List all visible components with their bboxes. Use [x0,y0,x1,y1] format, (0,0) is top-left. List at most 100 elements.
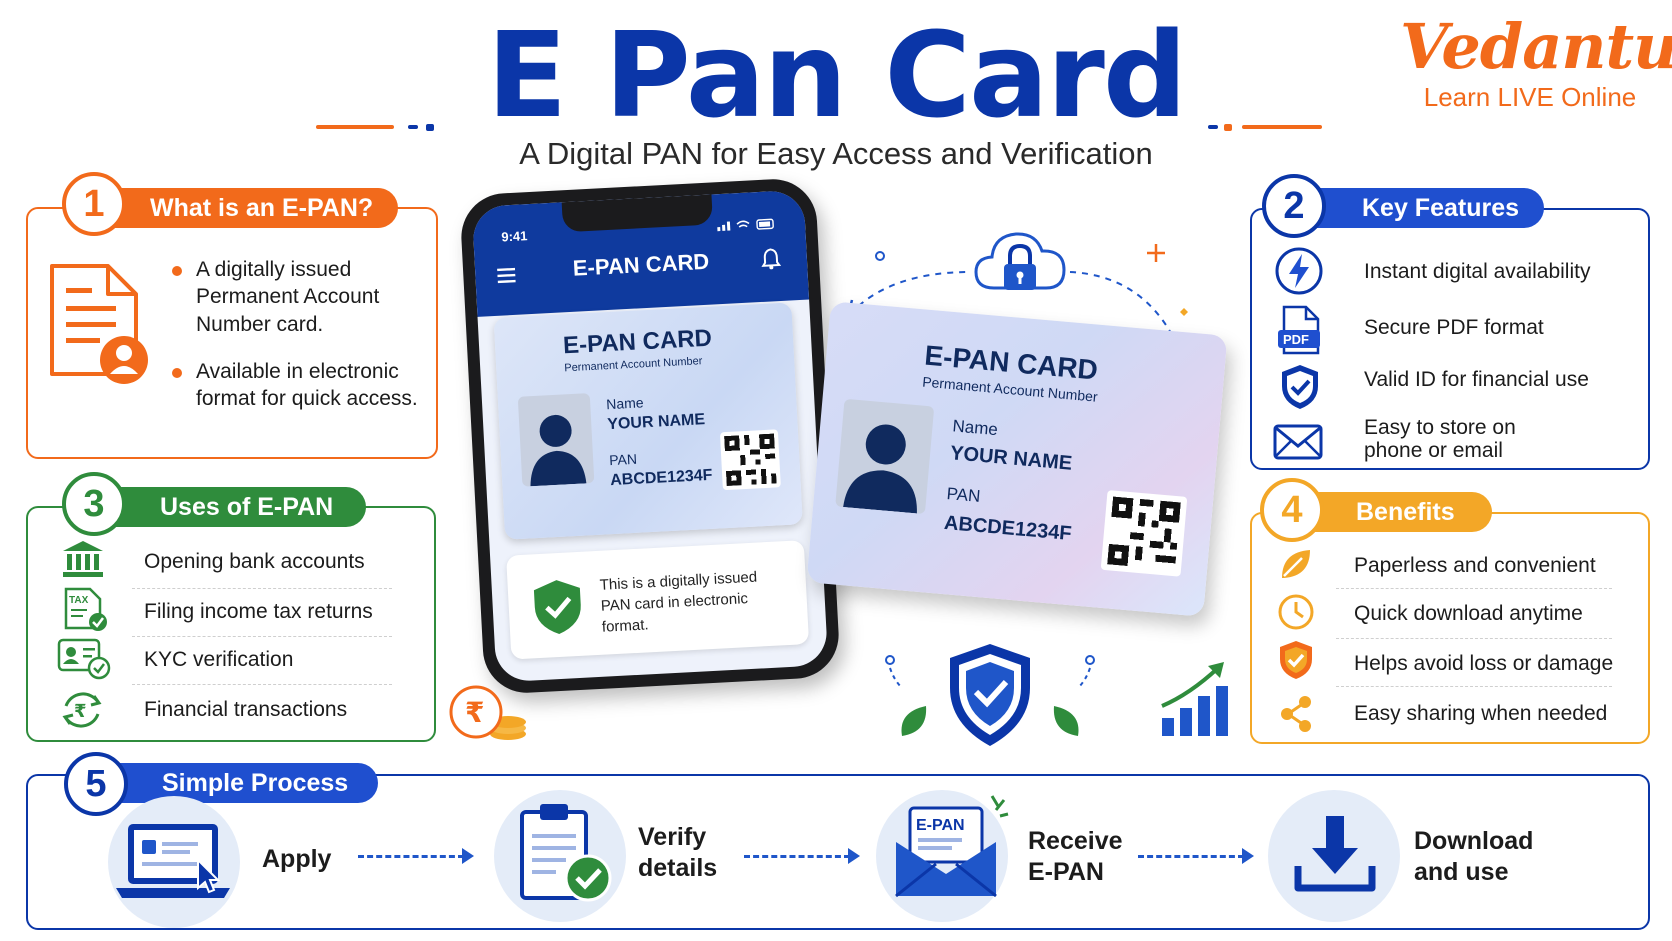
what-point-1: A digitally issued Permanent Account Num… [196,258,380,336]
svg-text:₹: ₹ [465,696,484,729]
card-pan-label: PAN [945,484,982,506]
brand-tagline: Learn LIVE Online [1423,82,1637,112]
menu-icon[interactable] [497,267,516,284]
photo-placeholder [835,398,935,515]
tax-document-icon: TAX [64,587,107,631]
panel-benefits-title: Benefits [1300,492,1492,532]
uses-item-3: KYC verification [144,648,294,671]
shield-check-icon [1280,641,1312,679]
uses-item-4: Financial transactions [144,698,348,721]
rupee-cycle-icon: ₹ [62,692,102,728]
photo-placeholder [517,393,595,487]
panel-features-title: Key Features [1300,188,1544,228]
process-arrow-head [1242,848,1254,864]
title-dot-right [1224,124,1232,131]
phone-name-label: Name [605,394,645,413]
row-separator [1336,588,1612,589]
card-name-label: Name [951,416,999,440]
phone-screen: 9:41 E-PAN CARD E-PAN CARD Permanent Acc… [471,189,829,683]
title-line-right [1242,125,1322,129]
phone-name-value: YOUR NAME [606,411,706,434]
shield-check-icon [533,580,581,635]
phone-pan-value: ABCDE1234F [609,466,713,490]
growth-chart-icon [1161,662,1228,736]
signal-battery-icon [717,218,774,232]
benefit-item-2: Quick download anytime [1354,602,1583,625]
pdf-icon: PDF [1278,305,1320,355]
uses-item-1: Opening bank accounts [144,550,365,573]
shield-check-icon [1282,365,1318,409]
download-icon[interactable] [1292,812,1378,896]
envelope-epan-icon: E-PAN [895,795,1009,898]
leaf-icon [1282,550,1310,578]
panel-process-number: 5 [64,752,128,816]
feature-item-3: Valid ID for financial use [1364,368,1589,391]
rupee-coins-icon: ₹ [449,685,526,740]
step-download-label: Download and use [1414,827,1534,887]
person-silhouette-icon [530,414,587,487]
card-pan-value: ABCDE1234F [943,511,1073,545]
title-dash-left [408,125,418,129]
phone-app-bar: 9:41 E-PAN CARD [471,189,810,317]
laptop-cursor-icon [116,824,230,898]
clipboard-check-icon [520,804,612,902]
process-arrow-head [462,848,474,864]
feature-item-2: Secure PDF format [1364,316,1544,339]
bullet-dot [172,266,182,276]
row-separator [1336,638,1612,639]
phone-pan-label: PAN [608,450,638,469]
epan-card-preview: E-PAN CARD Permanent Account Number Name… [806,301,1228,617]
row-separator [132,636,392,637]
panel-uses-title-text: Uses of E-PAN [160,492,334,521]
brand-name: Vedantu [1400,10,1672,83]
page-subtitle: A Digital PAN for Easy Access and Verifi… [519,136,1153,171]
what-point-2: Available in electronic format for quick… [196,360,418,411]
benefit-item-3: Helps avoid loss or damage [1354,652,1614,675]
lightning-icon [1275,247,1323,295]
title-line-left [316,125,394,129]
panel-uses-title: Uses of E-PAN [100,487,366,527]
panel-features-number: 2 [1262,174,1326,238]
page-title: E Pan Card [486,6,1188,144]
panel-what-title-text: What is an E-PAN? [150,193,374,222]
row-separator [132,684,392,685]
person-silhouette-icon [843,424,917,514]
panel-process-title-text: Simple Process [162,768,349,797]
process-arrow [358,855,464,858]
clock-icon [1278,594,1314,630]
benefit-item-4: Easy sharing when needed [1354,702,1608,725]
panel-uses-number: 3 [62,472,126,536]
row-separator [132,588,392,589]
panel-process-title: Simple Process [100,763,378,803]
step-apply-label: Apply [262,845,332,873]
pdf-badge: PDF [1283,332,1309,347]
card-name-value: YOUR NAME [949,442,1073,475]
document-user-icon [50,264,148,384]
phone-app-title: E-PAN CARD [572,248,710,281]
secure-shield-icon [885,644,1095,746]
row-separator [1336,686,1612,687]
phone-note-text: This is a digitally issued PAN card in e… [599,568,758,636]
step-receive-label: Receive E-PAN [1028,827,1123,887]
share-icon [1281,696,1311,732]
id-check-icon [57,638,111,680]
svg-text:₹: ₹ [74,701,87,722]
cloud-lock-icon [974,232,1066,290]
qr-code [1100,490,1188,577]
brand-logo[interactable]: Vedantu Learn LIVE Online [1400,10,1672,113]
process-arrow [744,855,850,858]
panel-what-title: What is an E-PAN? [100,188,398,228]
panel-what-number: 1 [62,172,126,236]
panel-benefits-title-text: Benefits [1356,497,1455,526]
uses-item-2: Filing income tax returns [144,600,373,623]
bank-icon [63,541,103,577]
bell-icon[interactable] [760,247,782,270]
phone-time: 9:41 [500,228,528,245]
epan-badge: E-PAN [916,817,965,834]
feature-item-4: Easy to store on phone or email [1364,416,1516,463]
step-verify-label: Verify details [638,823,718,883]
envelope-icon [1273,424,1323,460]
phone-verified-note: This is a digitally issued PAN card in e… [506,540,810,660]
panel-features-title-text: Key Features [1362,193,1520,222]
phone-mockup: 9:41 E-PAN CARD E-PAN CARD Permanent Acc… [459,177,841,695]
